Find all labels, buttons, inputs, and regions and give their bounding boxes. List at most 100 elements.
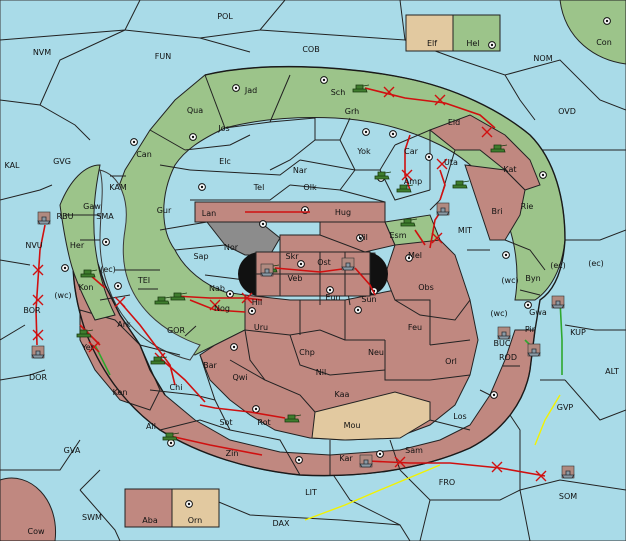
- sea-label-31: DAX: [273, 519, 290, 528]
- province-label-qwi: Qwi: [232, 373, 247, 382]
- army-unit-1[interactable]: [490, 144, 508, 153]
- province-label-can: Can: [136, 150, 152, 159]
- province-label-skr: Skr: [286, 252, 300, 261]
- army-unit-9[interactable]: [76, 329, 94, 338]
- sea-label-9: KAM: [109, 183, 127, 192]
- sea-label-15: (wc): [54, 291, 71, 300]
- sea-gor-channel[interactable]: [99, 169, 201, 361]
- supply-center-dot-13: [261, 222, 265, 226]
- sea-label-19: (wc): [490, 309, 507, 318]
- province-label-gwa: Gwa: [529, 308, 547, 317]
- province-label-car: Car: [404, 147, 418, 156]
- supply-center-dot-30: [104, 240, 108, 244]
- sea-label-35: DOR: [29, 373, 47, 382]
- fleet-unit-icon: [551, 300, 565, 309]
- supply-center-dot-23: [254, 407, 258, 411]
- fleet-unit-7[interactable]: [561, 465, 575, 479]
- legend-aba-box: [124, 488, 173, 528]
- province-label-qua: Qua: [187, 106, 203, 115]
- fleet-unit-2[interactable]: [341, 257, 355, 271]
- supply-center-dot-12: [504, 253, 508, 257]
- fleet-unit-9[interactable]: [497, 326, 511, 340]
- province-label-ost: Ost: [317, 258, 331, 267]
- supply-center-dot-11: [358, 236, 362, 240]
- army-unit-2[interactable]: [452, 180, 470, 189]
- province-label-uta: Uta: [444, 158, 458, 167]
- province-label-sap: Sap: [193, 252, 208, 261]
- province-label-los: Los: [453, 412, 466, 421]
- supply-center-dot-25: [378, 452, 382, 456]
- sea-label-0: POL: [217, 12, 233, 21]
- x-marks: [32, 86, 547, 482]
- army-unit-6[interactable]: [170, 292, 188, 301]
- x-mark-8: [114, 296, 126, 308]
- supply-center-dot-3: [191, 135, 195, 139]
- province-label-chi: Chi: [170, 383, 183, 392]
- province-label-olk: Olk: [303, 183, 317, 192]
- sea-label-16: (ec): [100, 265, 116, 274]
- fleet-unit-4[interactable]: [551, 295, 565, 309]
- units: [31, 84, 575, 479]
- province-label-feu: Feu: [408, 323, 422, 332]
- province-label-rie: Rie: [521, 202, 534, 211]
- army-unit-10[interactable]: [150, 356, 168, 365]
- army-unit-7[interactable]: [154, 296, 172, 305]
- army-unit-12[interactable]: [284, 414, 302, 423]
- supply-center-dot-4: [391, 132, 395, 136]
- province-label-sot: Sot: [219, 418, 232, 427]
- province-label-eun: Eun: [325, 293, 340, 302]
- x-mark-5: [431, 232, 443, 244]
- province-label-nor: Nor: [224, 243, 239, 252]
- fleet-unit-1[interactable]: [260, 263, 274, 277]
- sea-label-28: FRO: [439, 478, 455, 487]
- legend-label-orn: Orn: [188, 516, 203, 525]
- province-label-gur: Gur: [157, 206, 172, 215]
- province-label-sun: Sun: [361, 295, 376, 304]
- x-mark-14: [394, 456, 406, 468]
- province-label-bar: Bar: [203, 361, 217, 370]
- supply-center-dot-27: [187, 502, 191, 506]
- army-unit-5[interactable]: [400, 218, 418, 227]
- province-label-sam: Sam: [405, 446, 423, 455]
- army-unit-4[interactable]: [374, 171, 392, 180]
- fleet-unit-0[interactable]: [37, 211, 51, 225]
- x-mark-9: [88, 341, 100, 353]
- sea-label-7: KAL: [4, 161, 20, 170]
- province-label-sch: Sch: [331, 88, 346, 97]
- province-label-esm: Esm: [389, 231, 406, 240]
- region-southwest[interactable]: [79, 309, 161, 411]
- legend-elf-box: [405, 14, 454, 52]
- army-unit-11[interactable]: [162, 432, 180, 441]
- fleet-unit-icon: [527, 348, 541, 357]
- army-unit-8[interactable]: [80, 269, 98, 278]
- sea-label-25: GVP: [557, 403, 574, 412]
- region-bri[interactable]: [464, 164, 526, 241]
- supply-center-dot-22: [63, 266, 67, 270]
- supply-center-dot-21: [116, 284, 120, 288]
- province-label-amp: Amp: [404, 177, 422, 186]
- fleet-unit-icon: [436, 207, 450, 216]
- sea-label-29: SOM: [559, 492, 577, 501]
- province-label-elc: Elc: [219, 157, 231, 166]
- province-label-yok: Yok: [356, 147, 371, 156]
- region-uta-kat[interactable]: [429, 114, 541, 191]
- fleet-unit-3[interactable]: [436, 202, 450, 216]
- continent-outline: [72, 65, 566, 477]
- province-label-kar: Kar: [339, 454, 353, 463]
- province-label-eld: Eld: [448, 118, 460, 127]
- supply-center-dot-0: [234, 86, 238, 90]
- fleet-unit-5[interactable]: [527, 343, 541, 357]
- army-unit-3[interactable]: [396, 184, 414, 193]
- army-unit-0[interactable]: [352, 84, 370, 93]
- province-label-mou: Mou: [344, 421, 361, 430]
- fleet-unit-6[interactable]: [359, 454, 373, 468]
- x-mark-3: [401, 169, 413, 181]
- province-label-ark: Ark: [117, 320, 131, 329]
- fleet-unit-8[interactable]: [31, 345, 45, 359]
- sea-label-22: KUP: [570, 328, 586, 337]
- region-mou[interactable]: [311, 391, 431, 441]
- legend-label-hel: Hel: [466, 39, 479, 48]
- province-label-byn: Byn: [525, 274, 540, 283]
- province-label-jos: Jos: [217, 124, 229, 133]
